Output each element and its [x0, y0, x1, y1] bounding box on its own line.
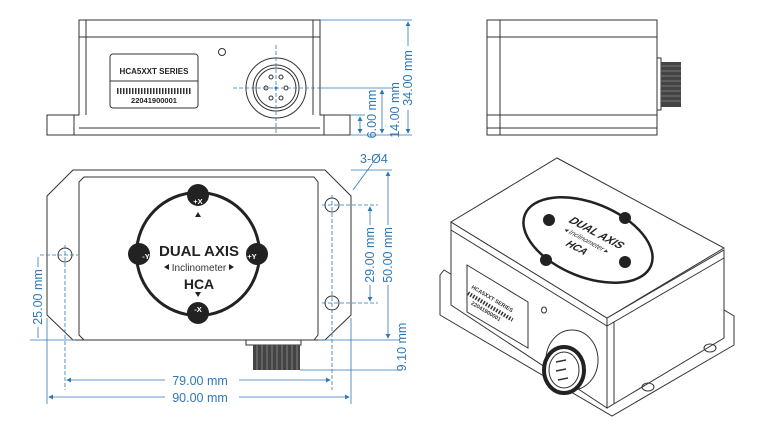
dim-flange-height: 6.00 mm: [365, 90, 379, 139]
dim-hole-offset-left: 25.00 mm: [31, 269, 45, 325]
front-view: HCA5XXT SERIES 22041900001 34.00 mm 14.0…: [46, 19, 415, 139]
dim-hole-spec: 3-Ø4: [360, 152, 388, 166]
dim-height-total: 34.00 mm: [401, 50, 415, 106]
barcode: [116, 88, 192, 94]
top-view: +X -X -Y +Y DUAL AXIS Inclinometer HCA: [30, 152, 409, 405]
iso-badge: DUAL AXIS ◂ Inclinometer ▸ HCA: [522, 196, 654, 284]
arrow-left-icon: [164, 264, 169, 270]
iso-connector: [542, 329, 599, 395]
arrow-right-icon: [229, 264, 234, 270]
connector-top: [245, 339, 302, 370]
minus-y-label: -Y: [142, 252, 150, 261]
dim-length: 90.00 mm: [172, 391, 228, 405]
vent-hole: [218, 48, 226, 56]
connector-thread-side: [661, 62, 681, 107]
series-text: HCA5XXT SERIES: [120, 67, 190, 76]
dim-connector-height: 14.00 mm: [388, 82, 402, 138]
dim-width: 50.00 mm: [381, 227, 395, 283]
side-view: [486, 19, 681, 136]
badge-title: DUAL AXIS: [159, 243, 239, 260]
plus-y-label: +Y: [247, 252, 256, 261]
dual-axis-badge: +X -X -Y +Y DUAL AXIS Inclinometer HCA: [128, 184, 268, 324]
badge-model: HCA: [184, 276, 214, 292]
isometric-view: DUAL AXIS ◂ Inclinometer ▸ HCA HCA5XXT S…: [439, 157, 735, 417]
product-label: HCA5XXT SERIES 22041900001: [109, 53, 199, 109]
arrow-down-icon: [195, 292, 201, 297]
dim-hole-pitch-vertical: 29.00 mm: [363, 227, 377, 283]
badge-subtitle: Inclinometer: [172, 263, 227, 274]
minus-x-label: -X: [194, 305, 202, 314]
plus-x-label: +X: [193, 197, 202, 206]
dim-hole-pitch-horizontal: 79.00 mm: [172, 374, 228, 388]
dim-connector-protrusion: 9.10 mm: [395, 323, 409, 372]
serial-text: 22041900001: [131, 96, 177, 105]
arrow-up-icon: [195, 212, 201, 217]
